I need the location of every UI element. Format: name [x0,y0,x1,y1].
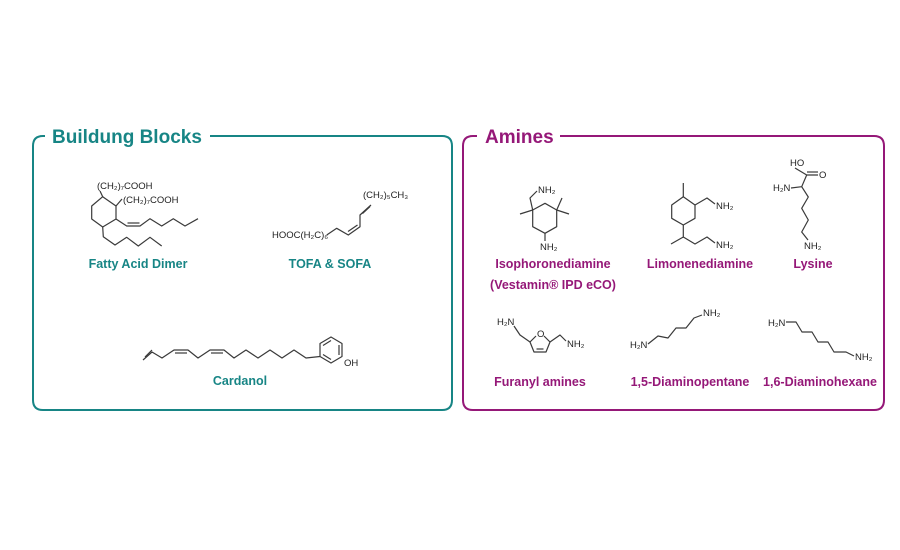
fatty-acid-dimer-group-1: (CH₂)₇COOH [97,181,153,192]
lysine-ho: HO [790,158,804,169]
ipd-nh2-bottom: NH₂ [540,242,558,253]
isophoronediamine-label: Isophoronediamine [495,257,610,271]
hexane-h2n: H₂N [768,318,786,329]
limonene-nh2-bottom: NH₂ [716,240,734,251]
tofa-group-right: (CH₂)₅CH₃ [363,190,408,201]
tofa-sofa-structure: HOOC(H₂C)₆ (CH₂)₅CH₃ [272,190,408,241]
isophoronediamine-sublabel: (Vestamin® IPD eCO) [490,278,616,292]
lysine-h2n: H₂N [773,183,791,194]
pentane-nh2: NH₂ [703,308,721,319]
lysine-structure: HO O H₂N NH₂ [773,158,826,252]
diaminohexane-structure: H₂N NH₂ [768,318,873,363]
cardanol-structure: OH [142,336,358,369]
building-blocks-panel: Buildung Blocks (CH₂)₇COOH (CH₂)₇COOH Fa… [32,127,453,411]
amines-frame [462,135,885,411]
fatty-acid-dimer-group-2: (CH₂)₇COOH [123,195,179,206]
hexane-nh2: NH₂ [855,352,873,363]
fatty-acid-dimer-label: Fatty Acid Dimer [89,257,188,271]
furanyl-h2n: H₂N [497,317,515,328]
diaminopentane-structure: H₂N NH₂ [630,308,721,351]
tofa-group-left: HOOC(H₂C)₆ [272,230,328,241]
lysine-nh2: NH₂ [804,241,822,252]
tofa-sofa-label: TOFA & SOFA [289,257,372,271]
furanyl-nh2: NH₂ [567,339,585,350]
amines-title: Amines [485,127,554,148]
furanyl-amines-label: Furanyl amines [494,375,586,389]
building-blocks-title: Buildung Blocks [52,127,202,148]
limonenediamine-structure: NH₂ NH₂ [670,183,734,251]
fatty-acid-dimer-structure: (CH₂)₇COOH (CH₂)₇COOH [91,181,199,247]
lysine-o: O [819,170,826,181]
ipd-nh2-top: NH₂ [538,185,556,196]
isophoronediamine-structure: NH₂ NH₂ [519,185,570,253]
limonene-nh2-top: NH₂ [716,201,734,212]
lysine-label: Lysine [793,257,832,271]
diaminohexane-label: 1,6-Diaminohexane [763,375,877,389]
cardanol-label: Cardanol [213,374,267,388]
building-blocks-frame [32,135,453,411]
pentane-h2n: H₂N [630,340,648,351]
diaminopentane-label: 1,5-Diaminopentane [631,375,750,389]
limonenediamine-label: Limonenediamine [647,257,753,271]
furan-o: O [537,329,544,340]
cardanol-oh: OH [344,358,358,369]
amines-panel: Amines NH₂ NH₂ Isophoronediamine (Vestam… [462,127,885,411]
furanyl-amines-structure: O H₂N NH₂ [497,317,585,353]
